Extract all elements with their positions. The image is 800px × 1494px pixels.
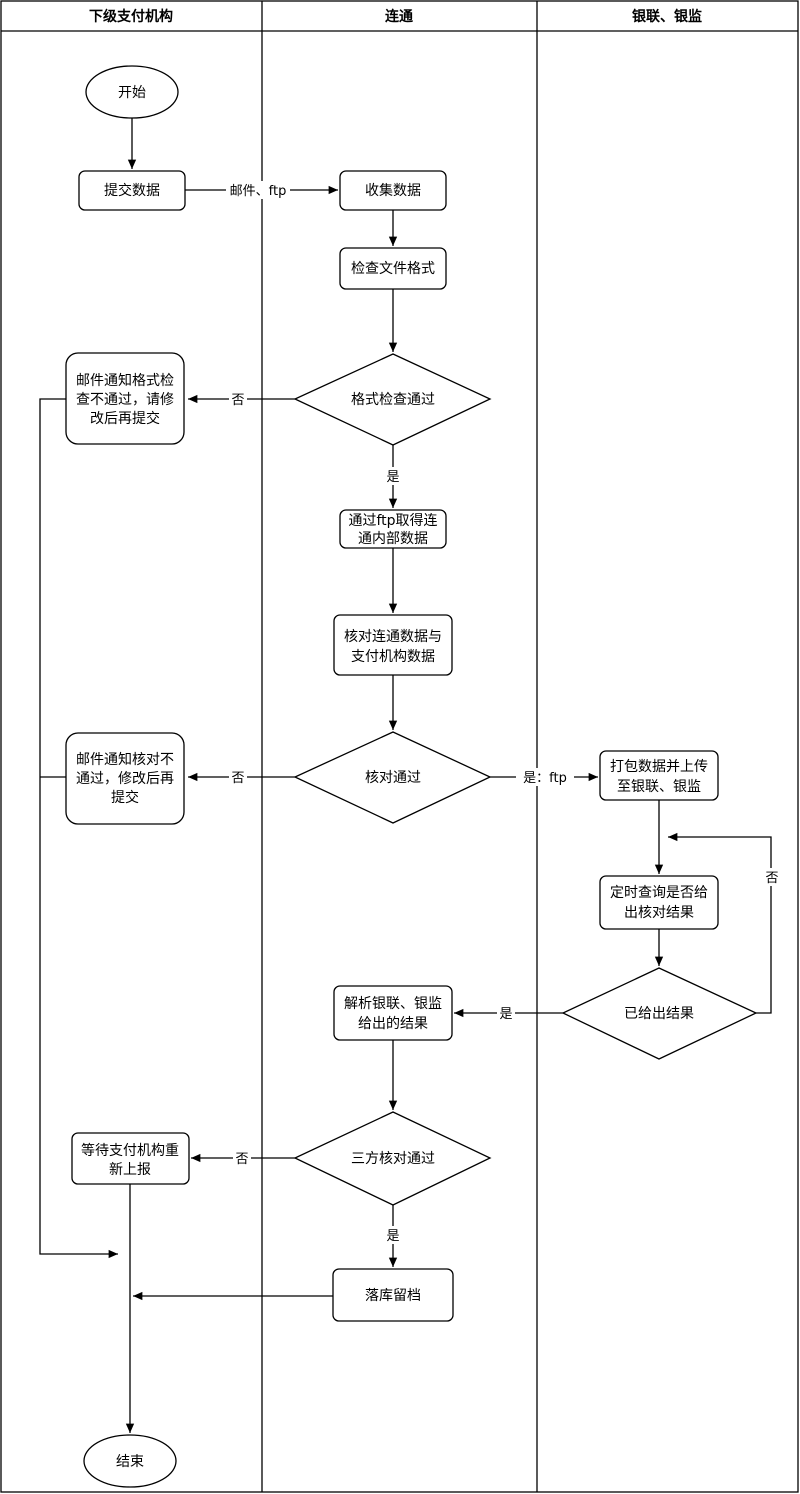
pack-upload-line-2: 至银联、银监 (617, 779, 701, 795)
check-format-label: 检查文件格式 (351, 261, 435, 277)
edge-label-yes-result: 是 (499, 1007, 512, 1022)
reconcile-node (333, 614, 453, 676)
reconcile-ok-label: 核对通过 (365, 770, 421, 786)
fetch-ftp-line-1: 通过ftp取得连 (348, 512, 437, 529)
edge-label-no-result: 否 (765, 871, 778, 886)
parse-result-node (333, 985, 453, 1041)
notify-reconcile-line-3: 提交 (111, 789, 139, 806)
wait-resubmit-line-2: 新上报 (109, 1162, 151, 1178)
start-node (85, 65, 179, 119)
notify-format-line-1: 邮件通知格式检 (76, 372, 174, 389)
notify-format-line-3: 改后再提交 (90, 410, 160, 427)
result-given-decision (561, 967, 758, 1060)
edge-label-no-tripartite: 否 (235, 1152, 248, 1167)
collect-data-node (339, 170, 447, 211)
format-ok-decision (293, 353, 492, 446)
notify-reconcile-line-1: 邮件通知核对不 (76, 751, 174, 768)
submit-data-label: 提交数据 (104, 182, 160, 199)
edge-label-no-reconcile: 否 (231, 771, 244, 786)
reconcile-line-2: 支付机构数据 (351, 649, 435, 665)
edge-result-loop-no (668, 832, 772, 1014)
lane-header-unionpay: 银联、银监 (632, 8, 702, 25)
notify-reconcile-fail-node (65, 732, 185, 825)
pack-upload-line-1: 打包数据并上传 (610, 758, 708, 775)
tripartite-ok-decision (293, 1111, 492, 1206)
parse-result-line-1: 解析银联、银监 (344, 996, 442, 1012)
edge-label-no-format: 否 (231, 393, 244, 408)
reconcile-line-1: 核对连通数据与 (344, 629, 442, 645)
edge-label-yes-format: 是 (386, 470, 399, 485)
reconcile-ok-decision (293, 731, 492, 824)
edge-label-mail-ftp: 邮件、ftp (230, 184, 287, 199)
end-node (83, 1434, 177, 1488)
parse-result-line-2: 给出的结果 (358, 1016, 428, 1032)
format-ok-label: 格式检查通过 (351, 392, 435, 408)
start-node-label: 开始 (118, 85, 146, 101)
notify-reconcile-line-2: 通过，修改后再 (76, 771, 174, 787)
wait-resubmit-node (71, 1132, 190, 1185)
result-given-label: 已给出结果 (624, 1006, 694, 1022)
edge-notify-rejoin (39, 398, 118, 1259)
lane-header-subordinate: 下级支付机构 (89, 8, 173, 25)
edge-label-yes-ftp: 是：ftp (523, 771, 567, 786)
pack-upload-node (599, 750, 719, 801)
lane-header-liantong: 连通 (385, 8, 413, 25)
poll-result-line-2: 出核对结果 (624, 905, 694, 921)
collect-data-label: 收集数据 (365, 182, 421, 199)
wait-resubmit-line-1: 等待支付机构重 (81, 1142, 179, 1159)
edge-label-yes-tripartite: 是 (386, 1229, 399, 1244)
submit-data-node (78, 170, 186, 211)
tripartite-ok-label: 三方核对通过 (351, 1151, 435, 1167)
notify-format-line-2: 查不通过，请修 (76, 392, 174, 408)
notify-format-fail-node (65, 352, 185, 445)
fetch-ftp-node (339, 509, 447, 549)
check-format-node (339, 247, 447, 290)
archive-node (332, 1268, 454, 1322)
fetch-ftp-line-2: 通内部数据 (358, 531, 428, 547)
poll-result-line-1: 定时查询是否给 (610, 885, 708, 901)
poll-result-node (599, 875, 719, 930)
archive-label: 落库留档 (365, 1288, 421, 1304)
end-node-label: 结束 (116, 1454, 144, 1470)
